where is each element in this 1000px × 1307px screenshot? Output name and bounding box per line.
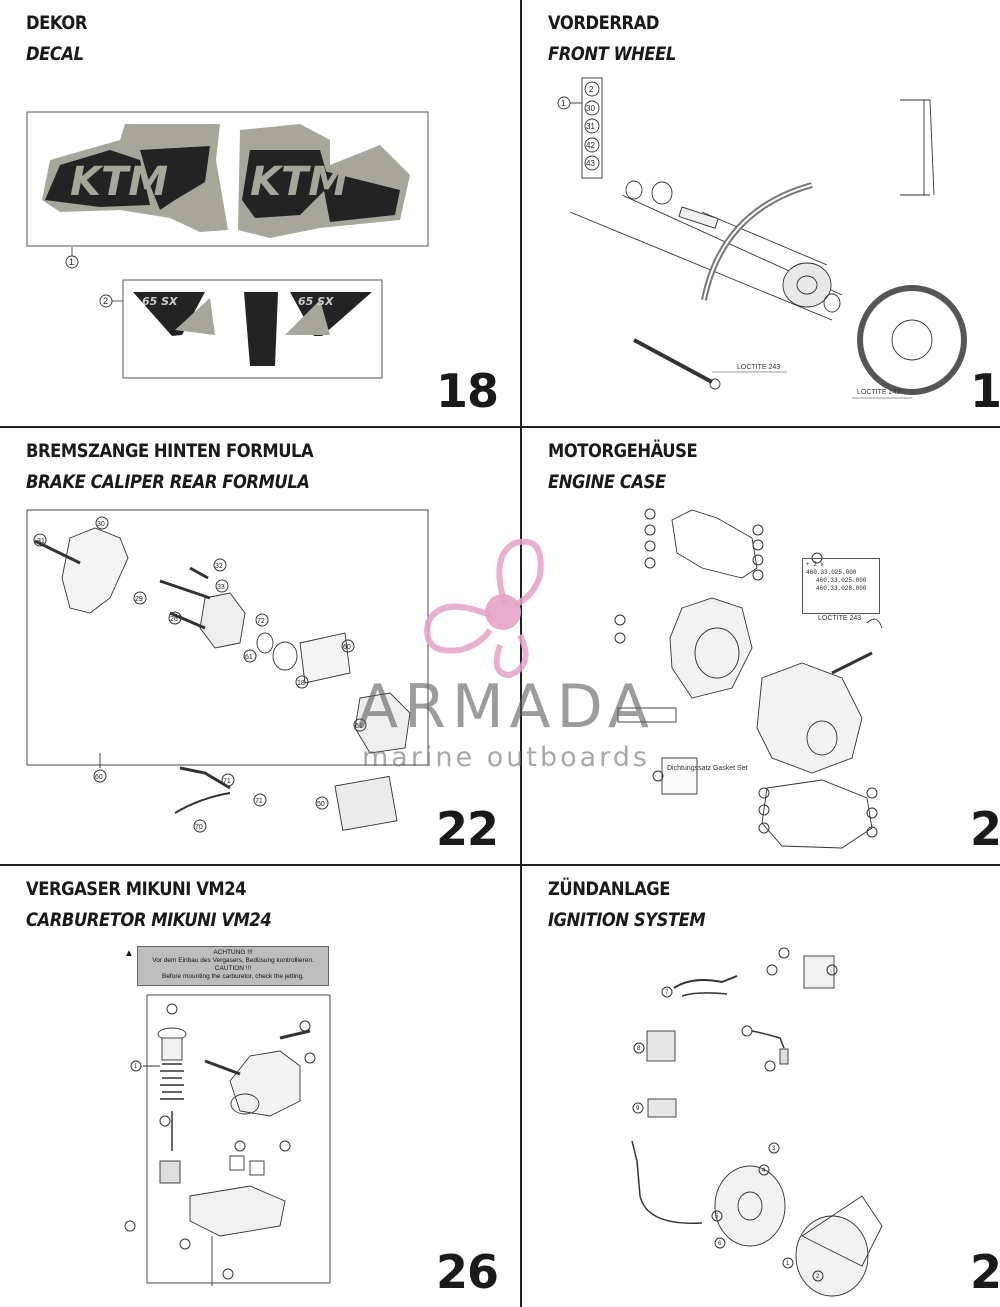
loctite-label-1: LOCTITE 243: [737, 364, 780, 371]
engine-case-drawing: LOCTITE 243 Dichtu: [614, 508, 883, 849]
svg-text:26: 26: [170, 616, 178, 623]
svg-text:60: 60: [343, 644, 351, 651]
page-number: 2: [970, 802, 1000, 856]
spec-line: 460.33.025.000: [816, 577, 867, 584]
svg-text:33: 33: [217, 584, 225, 591]
panel-title-de: VORDERRAD: [548, 12, 660, 34]
svg-text:6: 6: [718, 1241, 722, 1247]
panel-title-de: MOTORGEHÄUSE: [548, 440, 698, 462]
page-number: 22: [435, 802, 499, 856]
panel-title-en: IGNITION SYSTEM: [548, 909, 706, 931]
svg-text:42: 42: [586, 141, 595, 150]
svg-text:43: 43: [586, 159, 595, 168]
watermark-name: ARMADA: [357, 672, 655, 742]
decal-65sx-right: 65 SX: [298, 295, 334, 308]
decal-drawing: KTM KTM 65 SX 65 SX 1 2: [26, 111, 429, 379]
panel-ignition[interactable]: ZÜNDANLAGE IGNITION SYSTEM 7 8 9: [522, 866, 1000, 1307]
svg-text:71: 71: [223, 778, 231, 785]
brake-caliper-drawing: 31 30 32 33 29 26 72 61 60 18 61 60 71 7…: [26, 509, 429, 833]
panel-title-en: DECAL: [26, 43, 84, 65]
note-line: Before mounting the carburetor, check th…: [161, 973, 304, 980]
svg-text:5: 5: [715, 1214, 719, 1220]
svg-text:61: 61: [355, 723, 363, 730]
svg-text:2: 2: [103, 296, 108, 306]
svg-text:18: 18: [297, 680, 305, 687]
gasket-set-label: Dichtungssatz Gasket Set: [667, 765, 748, 772]
svg-text:1: 1: [69, 257, 74, 267]
page-number: 26: [435, 1245, 499, 1299]
svg-text:4: 4: [762, 1168, 766, 1174]
carburetor-drawing: 1: [124, 994, 331, 1286]
svg-text:1: 1: [786, 1261, 790, 1267]
spec-box: + 2 x 460.33.025.000 460.33.025.000 460.…: [802, 558, 880, 614]
decal-logo-right: KTM: [250, 159, 348, 205]
warning-icon: ▲: [124, 948, 134, 959]
svg-text:8: 8: [637, 1046, 641, 1052]
panel-title-en: BRAKE CALIPER REAR FORMULA: [26, 471, 310, 493]
svg-text:71: 71: [255, 798, 263, 805]
watermark-tagline: marine outboards: [361, 742, 650, 773]
svg-text:9: 9: [636, 1106, 640, 1112]
svg-text:30: 30: [586, 104, 595, 113]
svg-text:72: 72: [257, 618, 265, 625]
page-number: 2: [970, 1245, 1000, 1299]
svg-text:61: 61: [245, 654, 253, 661]
panel-front-wheel[interactable]: VORDERRAD FRONT WHEEL: [522, 0, 1000, 428]
svg-text:30: 30: [97, 521, 105, 528]
panel-title-en: ENGINE CASE: [548, 471, 666, 493]
note-line: CAUTION !!!: [214, 965, 252, 972]
svg-text:1: 1: [134, 1064, 138, 1070]
decal-logo-left: KTM: [70, 159, 168, 205]
decal-65sx-left: 65 SX: [142, 295, 178, 308]
front-wheel-drawing: 2 30 31 42 43 1 LOCTITE 243 LOCTITE 243: [557, 77, 967, 399]
spec-line: 460.33.028.000: [816, 585, 867, 592]
note-line: ACHTUNG !!!: [213, 949, 253, 956]
panel-brake-caliper[interactable]: BREMSZANGE HINTEN FORMULA BRAKE CALIPER …: [0, 428, 522, 866]
panel-title-de: BREMSZANGE HINTEN FORMULA: [26, 440, 314, 462]
svg-text:29: 29: [135, 596, 143, 603]
panel-title-en: CARBURETOR MIKUNI VM24: [26, 909, 272, 931]
svg-text:1: 1: [561, 99, 566, 108]
page-number: 1: [970, 364, 1000, 418]
svg-text:70: 70: [195, 824, 203, 831]
panel-carburetor[interactable]: VERGASER MIKUNI VM24 CARBURETOR MIKUNI V…: [0, 866, 522, 1307]
panel-engine-case[interactable]: MOTORGEHÄUSE ENGINE CASE LOCTITE 243: [522, 428, 1000, 866]
svg-text:50: 50: [317, 801, 325, 808]
svg-text:3: 3: [772, 1146, 776, 1152]
svg-text:60: 60: [95, 774, 103, 781]
loctite-label-2: LOCTITE 243: [857, 389, 900, 396]
svg-text:2: 2: [816, 1274, 820, 1280]
panel-title-de: VERGASER MIKUNI VM24: [26, 878, 247, 900]
svg-text:31: 31: [37, 538, 45, 545]
panel-title-de: ZÜNDANLAGE: [548, 878, 671, 900]
note-line: Vor dem Einbau des Vergasers, Bedüsung k…: [152, 957, 314, 964]
page-number: 18: [435, 364, 499, 418]
svg-text:7: 7: [665, 990, 669, 996]
ignition-drawing: 7 8 9 3 4 5 6 1 2: [631, 947, 883, 1297]
svg-text:32: 32: [215, 563, 223, 570]
caution-note: ACHTUNG !!! Vor dem Einbau des Vergasers…: [137, 946, 329, 986]
svg-text:31: 31: [586, 122, 595, 131]
spec-line: + 2 x 460.33.025.000: [806, 561, 857, 576]
panel-title-de: DEKOR: [26, 12, 87, 34]
panel-decal[interactable]: DEKOR DECAL KTM KTM 65 SX 65 SX: [0, 0, 522, 428]
loctite-label: LOCTITE 243: [818, 615, 861, 622]
svg-text:2: 2: [589, 85, 594, 94]
panel-title-en: FRONT WHEEL: [548, 43, 676, 65]
